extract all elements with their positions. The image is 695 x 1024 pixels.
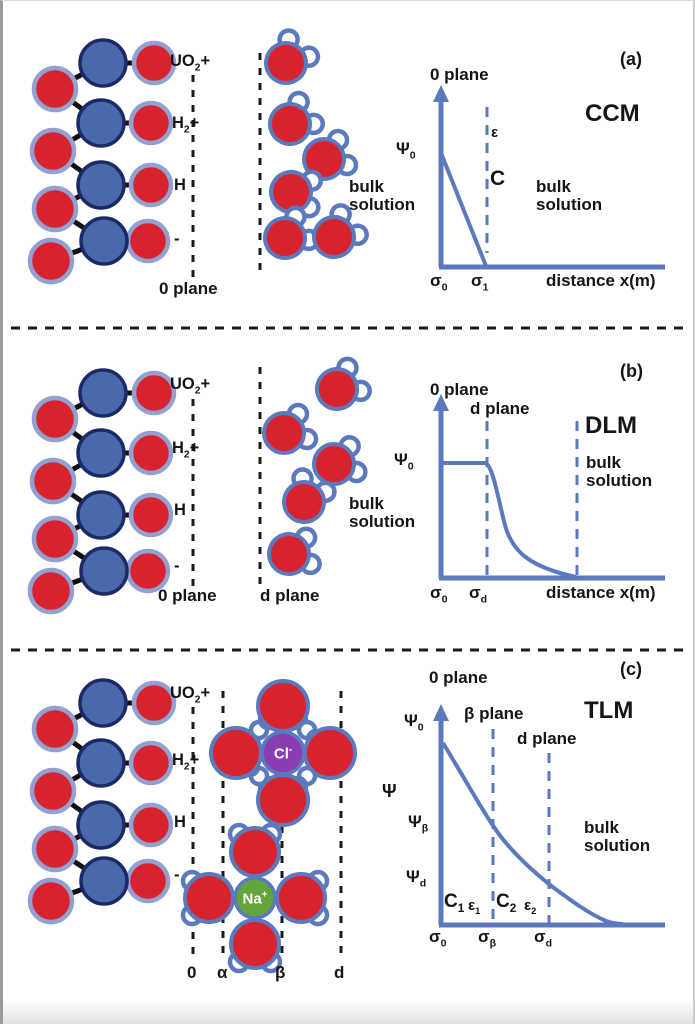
panel-b-plot [433, 394, 665, 581]
plane-tick-beta: β [275, 963, 286, 982]
psi0-label-c: Ψ0 [404, 711, 424, 734]
species-label-h-a: H [174, 176, 186, 194]
d-plane-plot-label-b: d plane [470, 399, 530, 418]
model-name-ccm: CCM [585, 100, 640, 127]
c2-label: C2 [496, 891, 517, 915]
species-label-h-c: H [174, 813, 186, 831]
psi0-label-a: Ψ0 [396, 139, 416, 162]
sigmad-label-b: σd [469, 583, 488, 606]
bulk-line: solution [536, 195, 603, 215]
surface-chain-b [30, 370, 174, 612]
species-label-uo2-b: UO2+ [170, 375, 211, 397]
bulk-line: solution [349, 195, 416, 215]
panel-tag-c: (c) [620, 659, 642, 679]
model-name-tlm: TLM [584, 697, 634, 724]
plane-tick-d: d [334, 963, 345, 982]
x-axis-label-a: distance x(m) [546, 271, 656, 290]
x-axis-label-b: distance x(m) [546, 583, 656, 602]
water-molecule [312, 356, 372, 412]
psi-d-label-c: Ψd [406, 867, 427, 890]
bulk-solution-label-b-left: bulk solution [349, 494, 416, 532]
bulk-solution-label-c: bulk solution [584, 818, 651, 856]
bulk-solution-label-a-right: bulk solution [536, 177, 603, 215]
species-label-minus-a: - [174, 230, 180, 248]
species-label-minus-c: - [174, 866, 180, 884]
bulk-line: bulk [349, 177, 384, 196]
chloride-hydration-cluster [209, 679, 357, 827]
water-molecule [264, 405, 316, 453]
plane-tick-0: 0 [187, 963, 197, 982]
bulk-line: bulk [536, 177, 571, 196]
potential-curve-b [443, 461, 577, 579]
bulk-line: bulk [584, 818, 619, 837]
potential-curve-a [439, 152, 488, 267]
surface-chain-a [30, 40, 174, 282]
panel-c-structure [30, 679, 357, 974]
e2-label: ε2 [524, 897, 537, 916]
water-molecule [266, 523, 326, 579]
species-label-uo2-c: UO2+ [170, 684, 211, 706]
c1-label: C1 [444, 891, 465, 915]
d-plane-label-b: d plane [260, 586, 320, 605]
water-molecule [255, 23, 324, 91]
axis-top-label-b: 0 plane [430, 380, 489, 399]
image-bottom-shadow [3, 1002, 693, 1024]
sodium-ion [233, 876, 277, 920]
surface-chain-c [30, 680, 174, 922]
d-plane-label-c: d plane [517, 729, 577, 748]
figure-canvas [11, 1, 691, 974]
water-molecule [312, 434, 368, 486]
zero-plane-label-b: 0 plane [158, 586, 217, 605]
epsilon-label-a: ε [491, 124, 499, 141]
panel-tag-b: (b) [620, 361, 643, 381]
sigma0-label-b: σ0 [430, 583, 448, 606]
axis-top-label-c: 0 plane [429, 668, 488, 687]
bulk-line: bulk [586, 453, 621, 472]
e1-label: ε1 [468, 897, 481, 916]
species-label-uo2-a: UO2+ [170, 52, 211, 74]
bulk-line: solution [584, 836, 651, 856]
sodium-ion-label: Na+ [242, 889, 268, 908]
panel-b-structure [30, 356, 372, 612]
species-label-h2-c: H2+ [172, 751, 200, 773]
capacitance-label-a: C [490, 167, 506, 190]
bulk-line: solution [349, 512, 416, 532]
beta-plane-label-c: β plane [464, 704, 524, 723]
panel-c-plot [433, 704, 665, 928]
bulk-solution-label-a-left: bulk solution [349, 177, 416, 215]
y-axis-arrow-b [433, 394, 449, 411]
sodium-hydration-cluster [180, 822, 330, 974]
bulk-line: solution [586, 471, 653, 491]
species-label-h2-b: H2+ [172, 439, 200, 461]
sigma-beta-label-c: σβ [478, 927, 497, 950]
sigma0-label-a: σ0 [430, 271, 448, 294]
axis-top-label-a: 0 plane [430, 65, 489, 84]
species-label-minus-b: - [174, 557, 180, 575]
psi-beta-label-c: Ψβ [408, 812, 429, 835]
species-label-h2-a: H2+ [172, 114, 200, 136]
sigma-d-label-c: σd [534, 927, 553, 950]
psi0-label-b: Ψ0 [394, 450, 414, 473]
y-axis-arrow-c [433, 704, 449, 721]
bulk-line: bulk [349, 494, 384, 513]
panel-a-structure [30, 23, 371, 282]
chloride-ion-label: Cl- [273, 744, 293, 763]
plane-tick-alpha: α [217, 963, 228, 982]
psi-axis-label-c: Ψ [382, 781, 397, 801]
potential-curve-c [441, 741, 624, 926]
species-label-h-b: H [174, 501, 186, 519]
model-name-dlm: DLM [585, 412, 637, 439]
y-axis-arrow-a [433, 85, 449, 102]
sigma0-label-c: σ0 [429, 927, 447, 950]
chloride-ion [260, 730, 306, 776]
sigma1-label-a: σ1 [471, 271, 489, 294]
panel-a-plot [433, 85, 665, 270]
panel-tag-a: (a) [620, 49, 642, 69]
zero-plane-label-a: 0 plane [159, 279, 218, 298]
bulk-solution-label-b-right: bulk solution [586, 453, 653, 491]
